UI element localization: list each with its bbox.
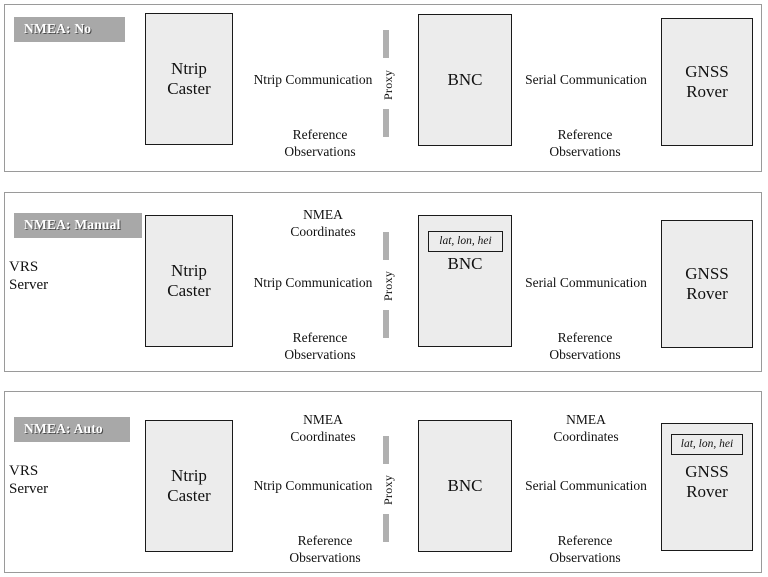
node-label-bnc: BNC (447, 476, 483, 496)
node-ntrip-caster-panel1: Ntrip Caster (145, 215, 233, 347)
label-nmea-coordinates-panel2-line2: Coordinates (290, 429, 356, 444)
label-ntrip-communication-panel2: Ntrip Communication (253, 478, 373, 493)
node-gnss-rover-panel1: GNSS Rover (661, 220, 753, 348)
label-reference-observations-panel2-line2: Observations (289, 550, 361, 565)
node-label-line2: Caster (167, 281, 211, 300)
vrs-label-line2: Server (9, 481, 49, 497)
node-label-line2: Rover (686, 284, 728, 303)
vrs-label-line2: Server (9, 277, 49, 293)
label-nmea-coordinates-right-panel2-line2: Coordinates (553, 429, 619, 444)
node-label-line2: Rover (686, 481, 728, 501)
nmea-badge-no: NMEA: No (14, 17, 125, 42)
node-label-line1: Ntrip (171, 59, 207, 79)
vrs-server-label-panel2: VRS Server (9, 462, 48, 498)
node-label-line2: Caster (167, 486, 211, 505)
node-label-line2: Caster (167, 79, 211, 98)
label-reference-observations-panel1-line1: Reference (292, 330, 348, 345)
vrs-label-line1: VRS (9, 463, 39, 479)
proxy-bar-top-panel0 (383, 30, 389, 58)
node-label-line1: GNSS (685, 462, 729, 481)
coord-chip-bnc-panel1: lat, lon, hei (428, 231, 503, 252)
proxy-label-panel1: Proxy (381, 270, 395, 301)
label-serial-communication-panel2: Serial Communication (525, 478, 647, 493)
label-reference-observations-panel0-line1: Reference (292, 127, 348, 142)
label-ntrip-communication-panel1: Ntrip Communication (253, 275, 373, 290)
label-reference-observations-right-panel1-line2: Observations (549, 347, 621, 362)
nmea-badge-manual: NMEA: Manual (14, 213, 142, 238)
label-reference-observations-right-panel0-line2: Observations (549, 144, 621, 159)
panel-nmea-auto (4, 391, 762, 573)
vrs-server-label-panel1: VRS Server (9, 258, 48, 294)
proxy-label-panel2: Proxy (381, 474, 395, 505)
node-label-bnc: BNC (447, 70, 483, 90)
label-reference-observations-right-panel0-line1: Reference (557, 127, 613, 142)
label-serial-communication-panel0: Serial Communication (525, 72, 647, 87)
proxy-bar-bottom-panel0 (383, 109, 389, 137)
nmea-badge-auto: NMEA: Auto (14, 417, 130, 442)
node-bnc-panel0: BNC (418, 14, 512, 146)
label-reference-observations-panel2-line1: Reference (297, 533, 353, 548)
label-nmea-coordinates-panel1-line1: NMEA (303, 207, 343, 222)
label-reference-observations-right-panel1-line1: Reference (557, 330, 613, 345)
proxy-bar-top-panel2 (383, 436, 389, 464)
proxy-bar-bottom-panel2 (383, 514, 389, 542)
node-gnss-rover-panel0: GNSS Rover (661, 18, 753, 146)
label-serial-communication-panel1: Serial Communication (525, 275, 647, 290)
node-ntrip-caster-panel0: Ntrip Caster (145, 13, 233, 145)
label-reference-observations-panel1-line2: Observations (284, 347, 356, 362)
node-label-line1: Ntrip (171, 261, 207, 281)
label-nmea-coordinates-panel1-line2: Coordinates (290, 224, 356, 239)
vrs-label-line1: VRS (9, 259, 39, 275)
node-bnc-panel2: BNC (418, 420, 512, 552)
proxy-bar-bottom-panel1 (383, 310, 389, 338)
label-nmea-coordinates-right-panel2-line1: NMEA (566, 412, 606, 427)
proxy-bar-top-panel1 (383, 232, 389, 260)
coord-chip-rover-panel2: lat, lon, hei (671, 434, 743, 455)
node-label-line1: GNSS (685, 62, 729, 82)
label-reference-observations-right-panel2-line1: Reference (557, 533, 613, 548)
proxy-label-panel0: Proxy (381, 69, 395, 100)
node-label-line2: Rover (686, 82, 728, 101)
node-ntrip-caster-panel2: Ntrip Caster (145, 420, 233, 552)
node-label-line1: Ntrip (171, 466, 207, 486)
label-reference-observations-right-panel2-line2: Observations (549, 550, 621, 565)
label-reference-observations-panel0-line2: Observations (284, 144, 356, 159)
node-label-line1: GNSS (685, 264, 729, 284)
node-label-bnc: BNC (447, 254, 483, 273)
label-nmea-coordinates-panel2-line1: NMEA (303, 412, 343, 427)
label-ntrip-communication-panel0: Ntrip Communication (253, 72, 373, 87)
